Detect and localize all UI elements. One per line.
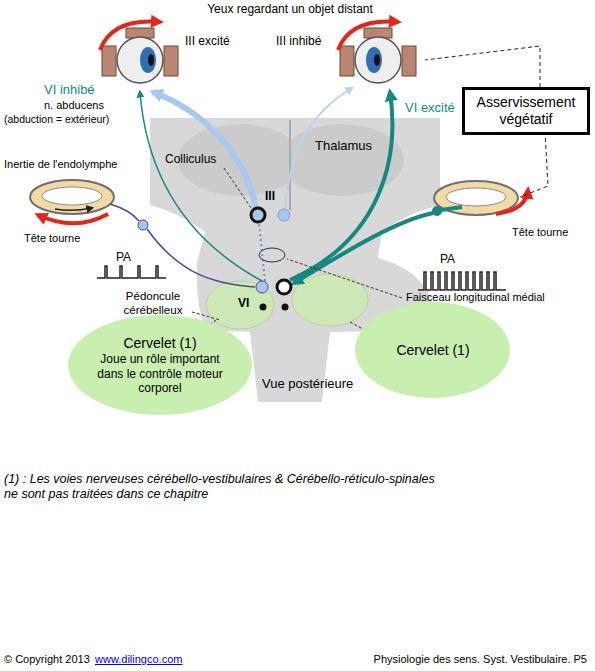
nerve-label: VI excité <box>405 100 455 116</box>
pupil <box>374 54 380 66</box>
endolymph-arrow <box>55 208 92 210</box>
cerebellar-peduncle <box>206 281 274 329</box>
abducens-pathway <box>140 92 262 281</box>
eyeball <box>355 37 401 83</box>
page-footer: Physiologie des sens. Syst. Vestibulaire… <box>374 653 587 666</box>
afferent-nerve <box>110 204 139 221</box>
nucleus-label: VI <box>238 296 249 310</box>
link-text: www.dilingco.com <box>95 653 182 666</box>
canal-lumen <box>42 187 102 205</box>
semicircular-canal <box>434 181 518 215</box>
view-label: Vue postérieure <box>262 376 353 392</box>
nerve-name: n. abducens <box>44 99 104 112</box>
cerebellar-peduncle <box>292 274 368 326</box>
signal-label: PA <box>116 250 131 264</box>
part-label: Thalamus <box>315 138 372 154</box>
nucleus <box>251 208 265 222</box>
nucleus <box>277 280 291 294</box>
spike-train <box>97 266 166 278</box>
afferent-nerve <box>441 207 462 210</box>
motion-label: Tête tourne <box>24 232 80 245</box>
eye-muscle <box>340 46 354 76</box>
box-text: Asservissement végétatif <box>468 94 584 128</box>
eye <box>340 28 416 83</box>
diagram-title: Yeux regardant un objet distant <box>0 2 580 16</box>
footnote: (1) : Les voies nerveuses cérébello-vest… <box>4 472 444 502</box>
afferent-nerve <box>147 229 255 287</box>
nerve-label: III excité <box>185 34 230 48</box>
leader-line <box>520 131 548 197</box>
eye-muscle <box>164 46 178 76</box>
ganglion <box>138 220 148 230</box>
node-heading: Cervelet (1) <box>94 334 226 352</box>
nucleus <box>256 281 268 293</box>
nucleus-label: III <box>265 189 275 203</box>
iris <box>366 47 382 73</box>
rotation-arrow <box>38 214 108 223</box>
nucleus <box>278 209 290 221</box>
midline-groove <box>289 120 291 210</box>
canal-lumen <box>446 188 506 206</box>
nerve-label: III inhibé <box>276 34 321 48</box>
pupil <box>148 54 154 66</box>
iris <box>140 47 156 73</box>
part-label: Inertie de l'endolymphe <box>4 158 117 171</box>
vestibular-nucleus-dot <box>282 304 289 311</box>
process-box: Asservissement végétatif <box>462 87 590 135</box>
eyeball <box>117 37 163 83</box>
node-heading: Cervelet (1) <box>378 341 488 359</box>
nerve-label: VI inhibé <box>44 82 95 98</box>
rotation-arrow <box>338 22 398 50</box>
cerebellum-ellipse: Cervelet (1) <box>355 302 510 398</box>
leader-line <box>425 46 540 87</box>
vestibular-nucleus-dot <box>260 304 267 311</box>
note-text: (abduction = extérieur) <box>4 113 109 126</box>
motion-label: Tête tourne <box>512 226 568 239</box>
eye-muscle <box>402 46 416 76</box>
signal-label: PA <box>440 252 455 266</box>
spike-train <box>418 272 506 290</box>
oculomotor-pathway <box>153 92 256 209</box>
eye-muscle <box>102 46 116 76</box>
rotation-arrow <box>100 22 160 50</box>
part-label: Colliculus <box>165 152 216 166</box>
copyright: © Copyright 2013 <box>4 653 90 666</box>
mlf-marker <box>259 248 285 262</box>
semicircular-canal <box>30 180 114 214</box>
leader-line <box>224 168 251 208</box>
abducens-pathway <box>290 92 392 280</box>
eye <box>102 28 178 83</box>
cerebellum-ellipse: Cervelet (1)Joue un rôle important dans … <box>68 315 252 415</box>
part-label: Pédoncule cérébelleux <box>116 290 190 318</box>
rotation-arrow <box>496 190 528 214</box>
thalamus-lobe <box>280 124 404 196</box>
leader-line <box>287 259 402 298</box>
ganglion <box>432 206 442 216</box>
node-body: Joue un rôle important dans le contrôle … <box>94 352 226 395</box>
